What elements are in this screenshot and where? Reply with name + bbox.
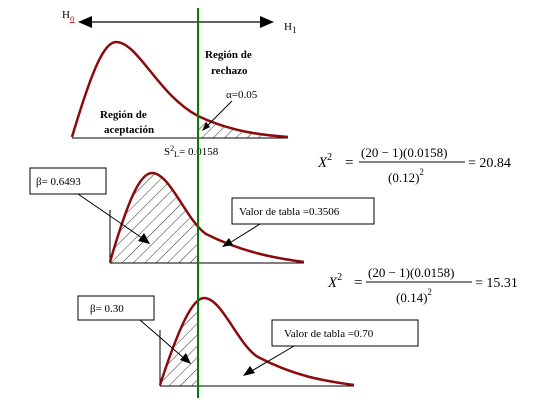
table1-box xyxy=(231,197,375,225)
formula2-result: = 15.31 xyxy=(475,276,518,291)
formula1-eq: = xyxy=(345,155,353,171)
formula2-numerator: (20 − 1)(0.0158) xyxy=(368,265,454,280)
beta2-box xyxy=(77,295,155,321)
top-curve xyxy=(70,40,289,139)
table2-label: Valor de tabla =0.70 xyxy=(284,328,374,340)
beta2-area xyxy=(160,300,198,386)
formula1-numerator: (20 − 1)(0.0158) xyxy=(361,145,447,160)
formula1-denominator: (0.12)2 xyxy=(388,167,424,185)
formula-1: X2 = (20 − 1)(0.0158) (0.12)2 = 20.84 xyxy=(317,145,511,185)
table1-arrowhead xyxy=(222,238,233,247)
alpha-label: α=0.05 xyxy=(226,89,258,101)
formula1-result: = 20.84 xyxy=(468,156,511,171)
h0-arrowhead xyxy=(78,16,92,28)
accept-label-1: Región de xyxy=(100,109,147,121)
table1-leader xyxy=(227,223,261,245)
table2-arrowhead xyxy=(243,366,255,376)
formula2-denominator: (0.14)2 xyxy=(396,287,432,305)
beta1-box xyxy=(29,167,107,195)
alpha-arrowhead xyxy=(202,122,210,131)
beta1-leader xyxy=(77,193,146,241)
formula2-lhs: X2 xyxy=(327,272,342,291)
formula2-eq: = xyxy=(354,275,362,291)
beta2-label: β= 0.30 xyxy=(90,303,124,315)
table2-box xyxy=(271,319,419,347)
beta1-arrowhead xyxy=(138,233,150,244)
bot-curve xyxy=(158,296,355,387)
mid-curve xyxy=(108,171,305,264)
formula-2: X2 = (20 − 1)(0.0158) (0.14)2 = 15.31 xyxy=(327,265,518,305)
h1-label: H1 xyxy=(284,21,296,35)
rejection-area xyxy=(198,116,288,138)
critical-value-label: S2L= 0.0158 xyxy=(164,144,219,159)
beta2-arrowhead xyxy=(180,353,191,364)
alpha-leader xyxy=(204,100,233,129)
h0-label: Ho xyxy=(62,9,75,23)
reject-label-1: Región de xyxy=(205,49,252,61)
accept-label-2: aceptación xyxy=(104,124,154,136)
table1-label: Valor de tabla =0.3506 xyxy=(239,206,340,218)
beta1-label: β= 0.6493 xyxy=(36,176,81,188)
beta2-leader xyxy=(139,319,187,361)
h1-arrowhead xyxy=(260,16,274,28)
reject-label-2: rechazo xyxy=(211,65,248,77)
table2-leader xyxy=(249,345,295,373)
formula1-lhs: X2 xyxy=(317,152,332,171)
